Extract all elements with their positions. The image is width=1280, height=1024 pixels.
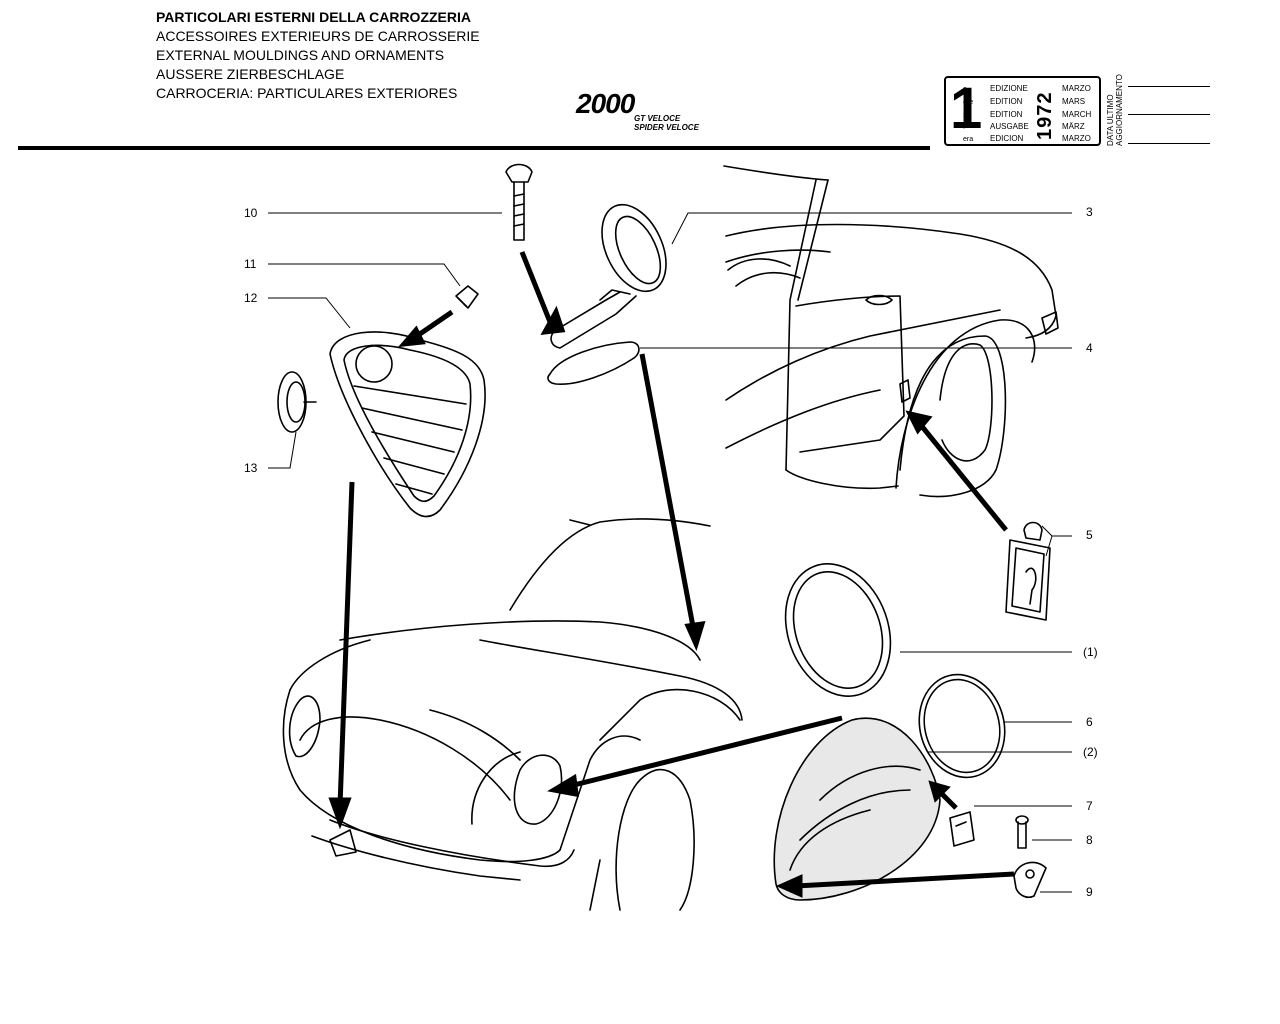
title-french: ACCESSOIRES EXTERIEURS DE CARROSSERIE (156, 28, 480, 44)
edition-label-it: EDIZIONE (990, 84, 1028, 93)
update-line-2 (1128, 114, 1210, 115)
callout-5: 5 (1086, 528, 1093, 542)
callout-13: 13 (244, 461, 258, 475)
callout-9: 9 (1086, 885, 1093, 899)
edition-sup-3: st (963, 112, 969, 119)
part-cover-2 (773, 717, 941, 901)
part-ring-6 (918, 673, 1006, 779)
edition-sup-4: . (963, 124, 965, 131)
model-lines: GT VELOCE SPIDER VELOCE (634, 114, 699, 132)
edition-label-fr: EDITION (990, 97, 1023, 106)
header-rule (18, 146, 930, 150)
title-english: EXTERNAL MOULDINGS AND ORNAMENTS (156, 47, 445, 63)
callout-1: (1) (1083, 645, 1098, 659)
header-titles: PARTICOLARI ESTERNI DELLA CARROZZERIA AC… (156, 8, 480, 103)
callout-12: 12 (244, 291, 258, 305)
assembly-arrows (328, 251, 1015, 898)
callout-3: 3 (1086, 205, 1093, 219)
part-screw-8 (1015, 815, 1029, 849)
part-mirror-3 (550, 203, 667, 349)
edition-month-es: MARZO (1062, 134, 1091, 143)
edition-sup-1: a (963, 86, 967, 93)
update-line-1 (1128, 86, 1210, 87)
title-german: AUSSERE ZIERBESCHLAGE (156, 66, 345, 82)
callout-8: 8 (1086, 833, 1093, 847)
model-logo: 2000 (576, 88, 635, 119)
side-car-illustration (723, 165, 1059, 498)
edition-label-en: EDITION (990, 110, 1023, 119)
edition-label-de: AUSGABE (990, 122, 1029, 131)
title-italian: PARTICOLARI ESTERNI DELLA CARROZZERIA (156, 9, 471, 25)
edition-label-es: EDICION (990, 134, 1024, 143)
edition-number: 1 (950, 76, 983, 141)
callout-2: (2) (1083, 745, 1098, 759)
part-rim-1 (784, 563, 892, 697)
front-car-illustration (282, 518, 743, 911)
edition-month-de: MÄRZ (1062, 122, 1085, 131)
part-gasket-4 (547, 341, 640, 385)
part-badge-5 (1005, 521, 1051, 621)
model-line-spider: SPIDER VELOCE (634, 123, 699, 132)
callout-7: 7 (1086, 799, 1093, 813)
part-emblem-13 (277, 371, 317, 433)
edition-box: 1 a ère st . era EDIZIONE EDITION EDITIO… (944, 76, 1101, 146)
title-spanish: CARROCERIA: PARTICULARES EXTERIORES (156, 85, 458, 101)
part-bracket-9 (1013, 861, 1047, 899)
edition-sup-5: era (963, 136, 974, 143)
callout-11: 11 (244, 257, 257, 271)
edition-month-fr: MARS (1062, 97, 1086, 106)
edition-sup-2: ère (963, 99, 974, 106)
update-line-3 (1128, 143, 1210, 144)
part-clip-11 (455, 285, 479, 309)
callout-4: 4 (1086, 341, 1093, 355)
callout-6: 6 (1086, 715, 1093, 729)
callout-10: 10 (244, 206, 258, 220)
part-screw-10 (505, 163, 533, 241)
edition-month-en: MARCH (1062, 110, 1092, 119)
leader-lines (268, 212, 1072, 893)
edition-month-it: MARZO (1062, 84, 1091, 93)
part-clip-7 (949, 811, 975, 847)
model-line-gt: GT VELOCE (634, 114, 681, 123)
